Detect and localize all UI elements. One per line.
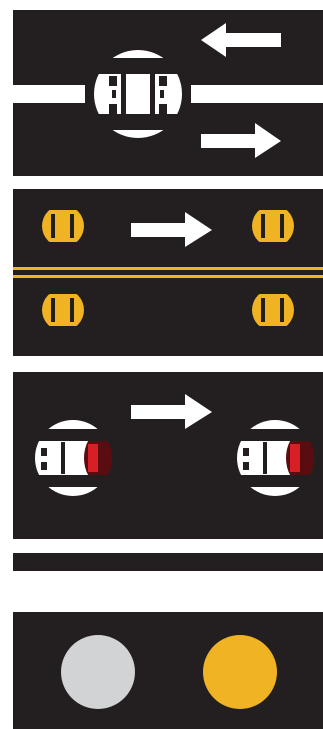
right-arrow-icon [201, 123, 281, 158]
passing-lane-diagram [13, 189, 323, 356]
center-line-lower [13, 275, 323, 278]
traffic-signal-panel [13, 612, 323, 729]
vehicle-bottom-right-icon [251, 285, 295, 335]
two-way-traffic-diagram [13, 10, 323, 176]
braking-vehicles-panel [13, 372, 323, 539]
right-arrow-icon [131, 394, 212, 429]
lane-marking-right [191, 85, 323, 103]
lane-marking-left [13, 85, 85, 103]
braking-vehicles-diagram [13, 372, 323, 539]
vehicle-right-brake-icon [235, 420, 323, 496]
center-line-upper [13, 267, 323, 270]
divider-bar [13, 553, 323, 571]
vehicle-left-brake-icon [33, 420, 113, 496]
vehicle-bottom-left-icon [41, 285, 85, 335]
brake-light-left [88, 444, 98, 472]
traffic-signal-lights [13, 612, 323, 729]
vehicle-top-left-icon [41, 201, 85, 251]
brake-light-right [290, 444, 300, 472]
right-arrow-icon [131, 212, 212, 247]
left-arrow-icon [201, 23, 281, 57]
signal-light-amber [203, 635, 277, 709]
passing-lane-panel [13, 189, 323, 356]
vehicle-top-right-icon [251, 201, 295, 251]
signal-light-off [61, 635, 135, 709]
car-top-view-icon [93, 50, 183, 138]
two-way-traffic-panel [13, 10, 323, 176]
